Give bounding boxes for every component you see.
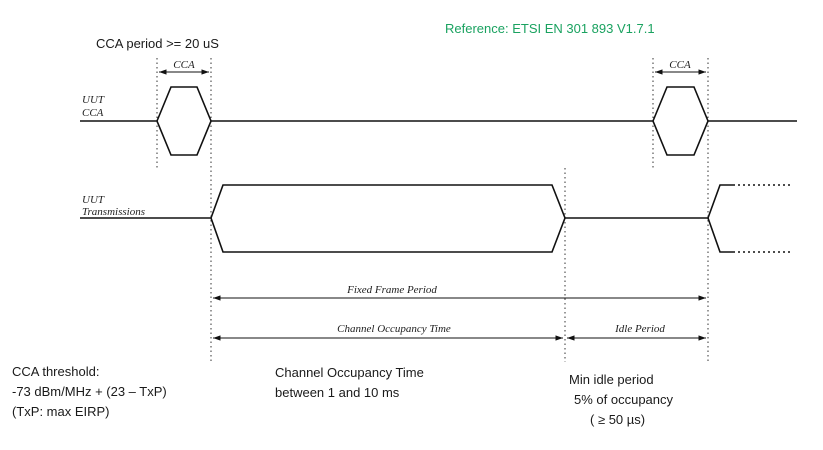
uut-cca-label-line1: UUT xyxy=(82,94,105,106)
fixed-frame-period-dimension: Fixed Frame Period xyxy=(213,284,706,301)
uut-tx-label-line2: Transmissions xyxy=(82,206,145,218)
channel-occupancy-time-label: Channel Occupancy Time xyxy=(337,323,451,335)
idle-note-line3: ( ≥ 50 µs) xyxy=(590,412,645,427)
cca-label-right: CCA xyxy=(669,59,691,71)
cot-note-line1: Channel Occupancy Time xyxy=(275,365,424,380)
idle-period-label: Idle Period xyxy=(614,323,665,335)
channel-occupancy-time-dimension: Channel Occupancy Time xyxy=(213,323,563,341)
cot-note-line2: between 1 and 10 ms xyxy=(275,385,400,400)
uut-tx-waveform xyxy=(80,184,792,253)
fixed-frame-period-label: Fixed Frame Period xyxy=(346,284,437,296)
cca-period-note: CCA period >= 20 uS xyxy=(96,36,219,51)
cca-threshold-note: CCA threshold: -73 dBm/MHz + (23 – TxP) … xyxy=(12,364,167,419)
cca-label-left: CCA xyxy=(173,59,195,71)
cca-threshold-line1: CCA threshold: xyxy=(12,364,99,379)
reference-text: Reference: ETSI EN 301 893 V1.7.1 xyxy=(445,21,655,36)
uut-cca-waveform xyxy=(80,86,797,156)
cca-threshold-line3: (TxP: max EIRP) xyxy=(12,404,110,419)
idle-note-line2: 5% of occupancy xyxy=(574,392,674,407)
uut-tx-label-line1: UUT xyxy=(82,194,105,206)
cot-note: Channel Occupancy Time between 1 and 10 … xyxy=(275,365,424,400)
cca-dimension-right: CCA xyxy=(655,59,706,75)
cca-dimension-left: CCA xyxy=(159,59,209,75)
idle-period-dimension: Idle Period xyxy=(567,323,706,341)
idle-note-line1: Min idle period xyxy=(569,372,654,387)
idle-note: Min idle period 5% of occupancy ( ≥ 50 µ… xyxy=(569,372,674,427)
uut-cca-label-line2: CCA xyxy=(82,107,104,119)
cca-threshold-line2: -73 dBm/MHz + (23 – TxP) xyxy=(12,384,167,399)
